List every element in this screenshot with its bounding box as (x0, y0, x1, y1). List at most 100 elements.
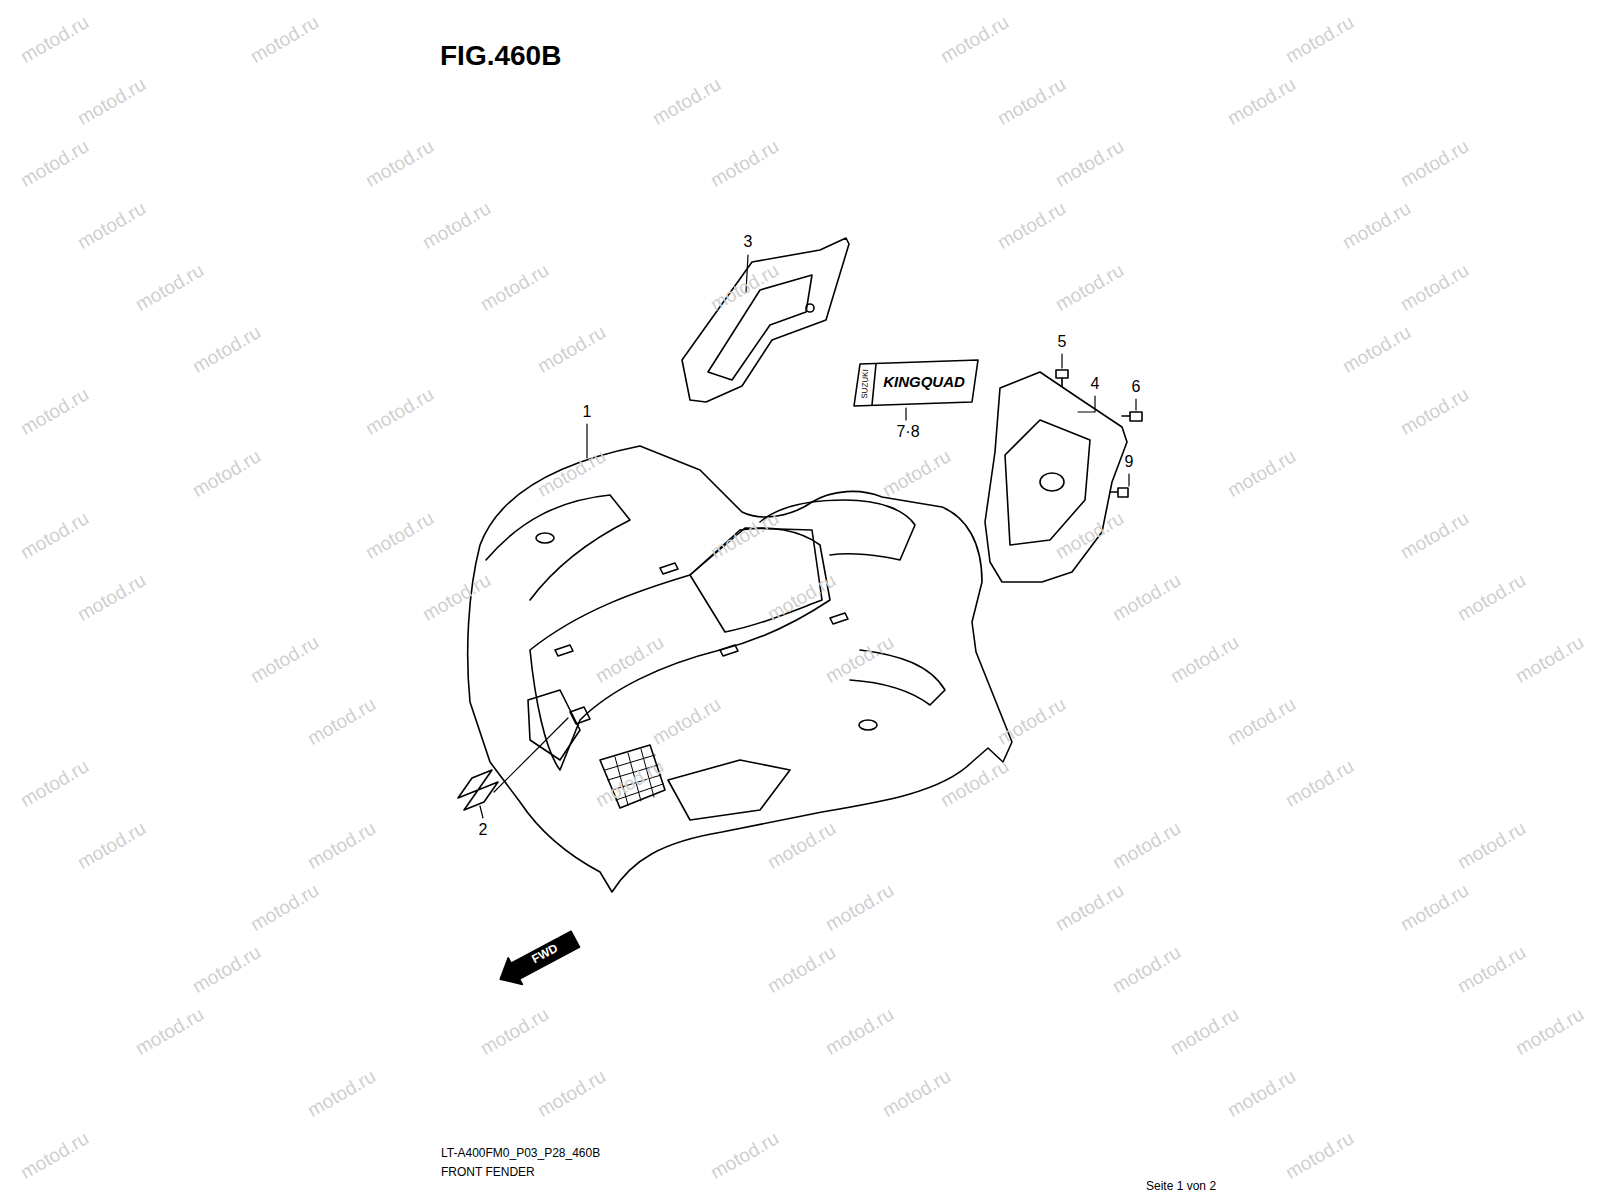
side-panel-window (1005, 420, 1090, 545)
fender-hole (859, 720, 877, 730)
watermark: motod.ru (132, 260, 207, 316)
watermark: motod.ru (534, 1066, 609, 1122)
fender-hole (536, 533, 554, 543)
watermark: motod.ru (1282, 1128, 1357, 1184)
panel-hole (1040, 473, 1064, 491)
watermark: motod.ru (362, 136, 437, 192)
watermark: motod.ru (17, 136, 92, 192)
leader-line (480, 255, 1136, 818)
watermark: motod.ru (17, 508, 92, 564)
watermark: motod.ru (189, 942, 264, 998)
watermark: motod.ru (994, 198, 1069, 254)
callout-number: 2 (479, 821, 488, 839)
watermark: motod.ru (1454, 570, 1529, 626)
watermark: motod.ru (1167, 632, 1242, 688)
emblem-mount (570, 707, 590, 724)
watermark: motod.ru (1397, 880, 1472, 936)
watermark: motod.ru (994, 74, 1069, 130)
callout-number: 4 (1091, 375, 1100, 393)
watermark: motod.ru (1052, 880, 1127, 936)
watermark: motod.ru (1282, 12, 1357, 68)
watermark: motod.ru (592, 632, 667, 688)
watermark: motod.ru (1397, 136, 1472, 192)
decal-model: KINGQUAD (883, 374, 965, 391)
fender-rear-cutout (760, 500, 915, 560)
fender-left-flare (486, 495, 630, 600)
forward-arrow (493, 926, 582, 992)
watermark: motod.ru (764, 942, 839, 998)
watermark: motod.ru (534, 322, 609, 378)
watermark: motod.ru (477, 1004, 552, 1060)
watermark: motod.ru (74, 570, 149, 626)
callout-number: 9 (1125, 453, 1134, 471)
watermark: motod.ru (1109, 818, 1184, 874)
watermark: motod.ru (649, 74, 724, 130)
watermark: motod.ru (74, 818, 149, 874)
front-fender (468, 446, 1012, 892)
watermark: motod.ru (1052, 260, 1127, 316)
fender-slot (555, 563, 848, 656)
watermark: motod.ru (822, 1004, 897, 1060)
watermark: motod.ru (189, 322, 264, 378)
watermark: motod.ru (17, 756, 92, 812)
watermark: motod.ru (419, 570, 494, 626)
watermark: motod.ru (1339, 322, 1414, 378)
watermark: motod.ru (822, 632, 897, 688)
bolt (1122, 412, 1142, 421)
watermark: motod.ru (477, 260, 552, 316)
decal-brand: SUZUKI (861, 369, 871, 399)
watermark: motod.ru (822, 880, 897, 936)
side-panel-left (682, 238, 849, 402)
watermark: motod.ru (304, 818, 379, 874)
watermark: motod.ru (937, 12, 1012, 68)
decal (854, 360, 978, 406)
watermark: motod.ru (1109, 570, 1184, 626)
watermark: motod.ru (649, 694, 724, 750)
side-panel-right (985, 372, 1127, 582)
watermark: motod.ru (1224, 694, 1299, 750)
watermark: motod.ru (362, 508, 437, 564)
watermark: motod.ru (994, 694, 1069, 750)
watermark: motod.ru (17, 384, 92, 440)
watermark: motod.ru (304, 694, 379, 750)
watermark: motod.ru (534, 446, 609, 502)
watermark: motod.ru (707, 136, 782, 192)
watermark: motod.ru (1397, 260, 1472, 316)
watermark: motod.ru (707, 508, 782, 564)
watermark: motod.ru (879, 446, 954, 502)
panel-hole (806, 304, 814, 312)
callout-number: 1 (583, 403, 592, 421)
watermark: motod.ru (1397, 508, 1472, 564)
watermark: motod.ru (1512, 632, 1587, 688)
watermark: motod.ru (1454, 818, 1529, 874)
screw (1110, 488, 1128, 497)
watermark: motod.ru (1052, 136, 1127, 192)
watermark: motod.ru (1224, 446, 1299, 502)
decal-tab (872, 364, 876, 405)
watermark: motod.ru (189, 446, 264, 502)
watermark: motod.ru (1339, 198, 1414, 254)
watermark: motod.ru (1224, 1066, 1299, 1122)
watermark: motod.ru (1224, 74, 1299, 130)
watermark: motod.ru (247, 632, 322, 688)
bolt (1056, 370, 1068, 386)
watermark: motod.ru (707, 1128, 782, 1184)
watermark: motod.ru (17, 12, 92, 68)
fender-hood (530, 528, 830, 770)
watermark: motod.ru (74, 74, 149, 130)
watermark: motod.ru (17, 1128, 92, 1184)
watermark: motod.ru (1167, 1004, 1242, 1060)
callout-number: 5 (1058, 333, 1067, 351)
watermark: motod.ru (132, 1004, 207, 1060)
watermark: motod.ru (1052, 508, 1127, 564)
watermark: motod.ru (879, 1066, 954, 1122)
watermark: motod.ru (419, 198, 494, 254)
watermark: motod.ru (1512, 1004, 1587, 1060)
figure-caption: FRONT FENDER (441, 1166, 535, 1179)
watermark: motod.ru (764, 818, 839, 874)
watermark: motod.ru (247, 880, 322, 936)
watermark: motod.ru (362, 384, 437, 440)
watermark: motod.ru (937, 756, 1012, 812)
callout-number: 3 (744, 233, 753, 251)
figure-title: FIG.460B (440, 41, 561, 72)
